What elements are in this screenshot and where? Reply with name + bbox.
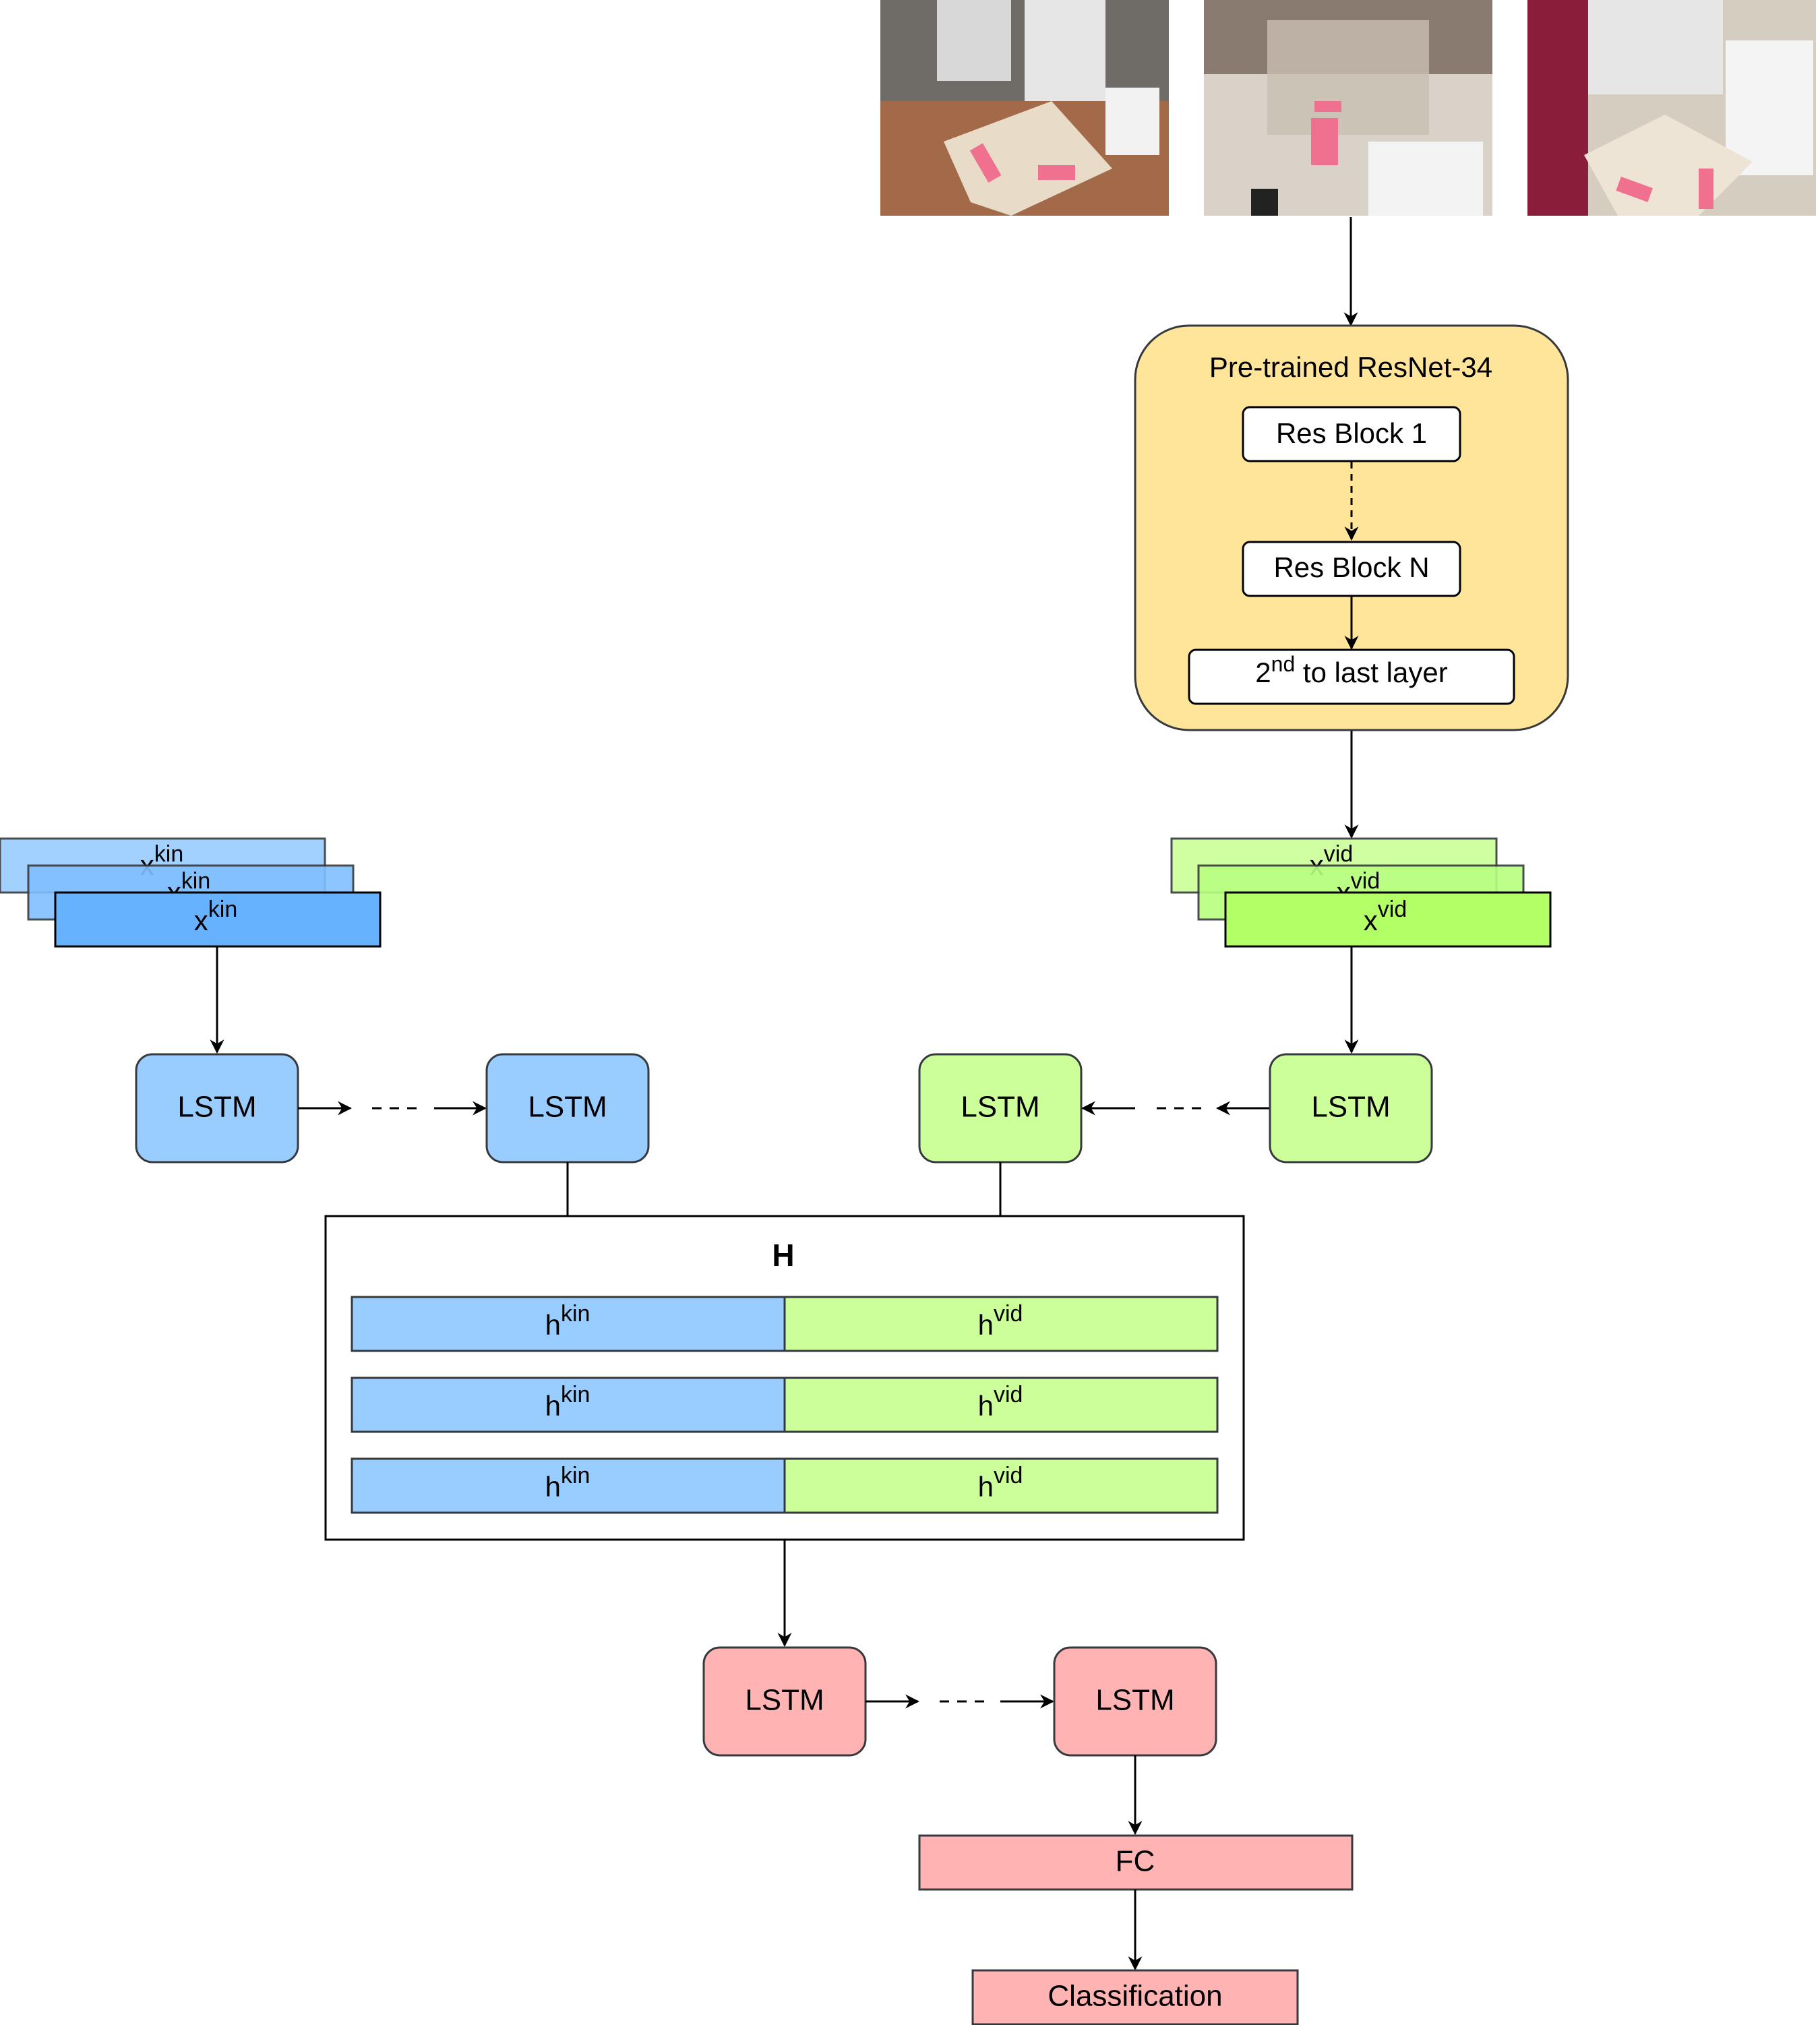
h-row-1-kin-label: hkin <box>545 1301 590 1341</box>
kin-input-front <box>54 891 382 948</box>
vid-input-stack: xvid xvid xvid <box>1170 837 1552 948</box>
h-row-2-vid-label: hvid <box>978 1382 1023 1422</box>
vid-lstm-1-label: LSTM <box>1311 1091 1390 1124</box>
hidden-matrix-title: H <box>772 1238 794 1273</box>
fc-label: FC <box>1116 1845 1155 1878</box>
cls-lstm-1: LSTM <box>702 1646 867 1757</box>
vid-lstm-1: LSTM <box>1269 1053 1433 1163</box>
h-row-1-vid <box>783 1296 1219 1352</box>
video-frame-1 <box>880 0 1169 216</box>
cls-lstm-1-label: LSTM <box>745 1684 824 1717</box>
kin-lstm-1-label: LSTM <box>177 1091 256 1124</box>
cls-lstm-2-label: LSTM <box>1095 1684 1174 1717</box>
res-block-n <box>1242 541 1461 597</box>
kin-lstm-2-label: LSTM <box>528 1091 607 1124</box>
resnet-container: Pre-trained ResNet-34 Res Block 1 Res Bl… <box>1134 324 1569 731</box>
kin-lstm-2: LSTM <box>485 1053 650 1163</box>
h-row-3-vid <box>783 1457 1219 1514</box>
h-row-1-kin <box>351 1296 786 1352</box>
h-row-3-kin-label: hkin <box>545 1463 590 1503</box>
video-frame-3 <box>1527 0 1816 216</box>
h-row-3-vid-label: hvid <box>978 1463 1023 1503</box>
h-row-2-kin-label: hkin <box>545 1382 590 1422</box>
kin-lstm-1: LSTM <box>135 1053 299 1163</box>
video-frame-2 <box>1204 0 1492 216</box>
cls-lstm-2: LSTM <box>1053 1646 1217 1757</box>
resnet-title: Pre-trained ResNet-34 <box>1209 351 1492 383</box>
vid-lstm-2: LSTM <box>918 1053 1083 1163</box>
vid-lstm-2-label: LSTM <box>961 1091 1039 1124</box>
penultimate-layer <box>1188 648 1515 705</box>
res-block-n-label: Res Block N <box>1273 551 1429 583</box>
h-row-2-vid <box>783 1377 1219 1433</box>
h-row-3-kin <box>351 1457 786 1514</box>
classification-label: Classification <box>1048 1980 1222 2013</box>
fc-layer: FC <box>918 1834 1354 1891</box>
vid-input-front <box>1224 891 1552 948</box>
hidden-matrix-h: H hkin hvid hkin hvid hkin hvid <box>324 1215 1245 1541</box>
res-block-1-label: Res Block 1 <box>1276 417 1427 449</box>
res-block-1 <box>1242 406 1461 462</box>
kin-input-stack: xkin xkin xkin <box>0 837 382 948</box>
vid-input-label: xvid <box>1364 897 1407 936</box>
h-row-1-vid-label: hvid <box>978 1301 1023 1341</box>
classification-output: Classification <box>971 1969 1299 2025</box>
penultimate-layer-label: 2nd to last layer <box>1255 652 1447 688</box>
kin-input-label: xkin <box>194 897 237 936</box>
